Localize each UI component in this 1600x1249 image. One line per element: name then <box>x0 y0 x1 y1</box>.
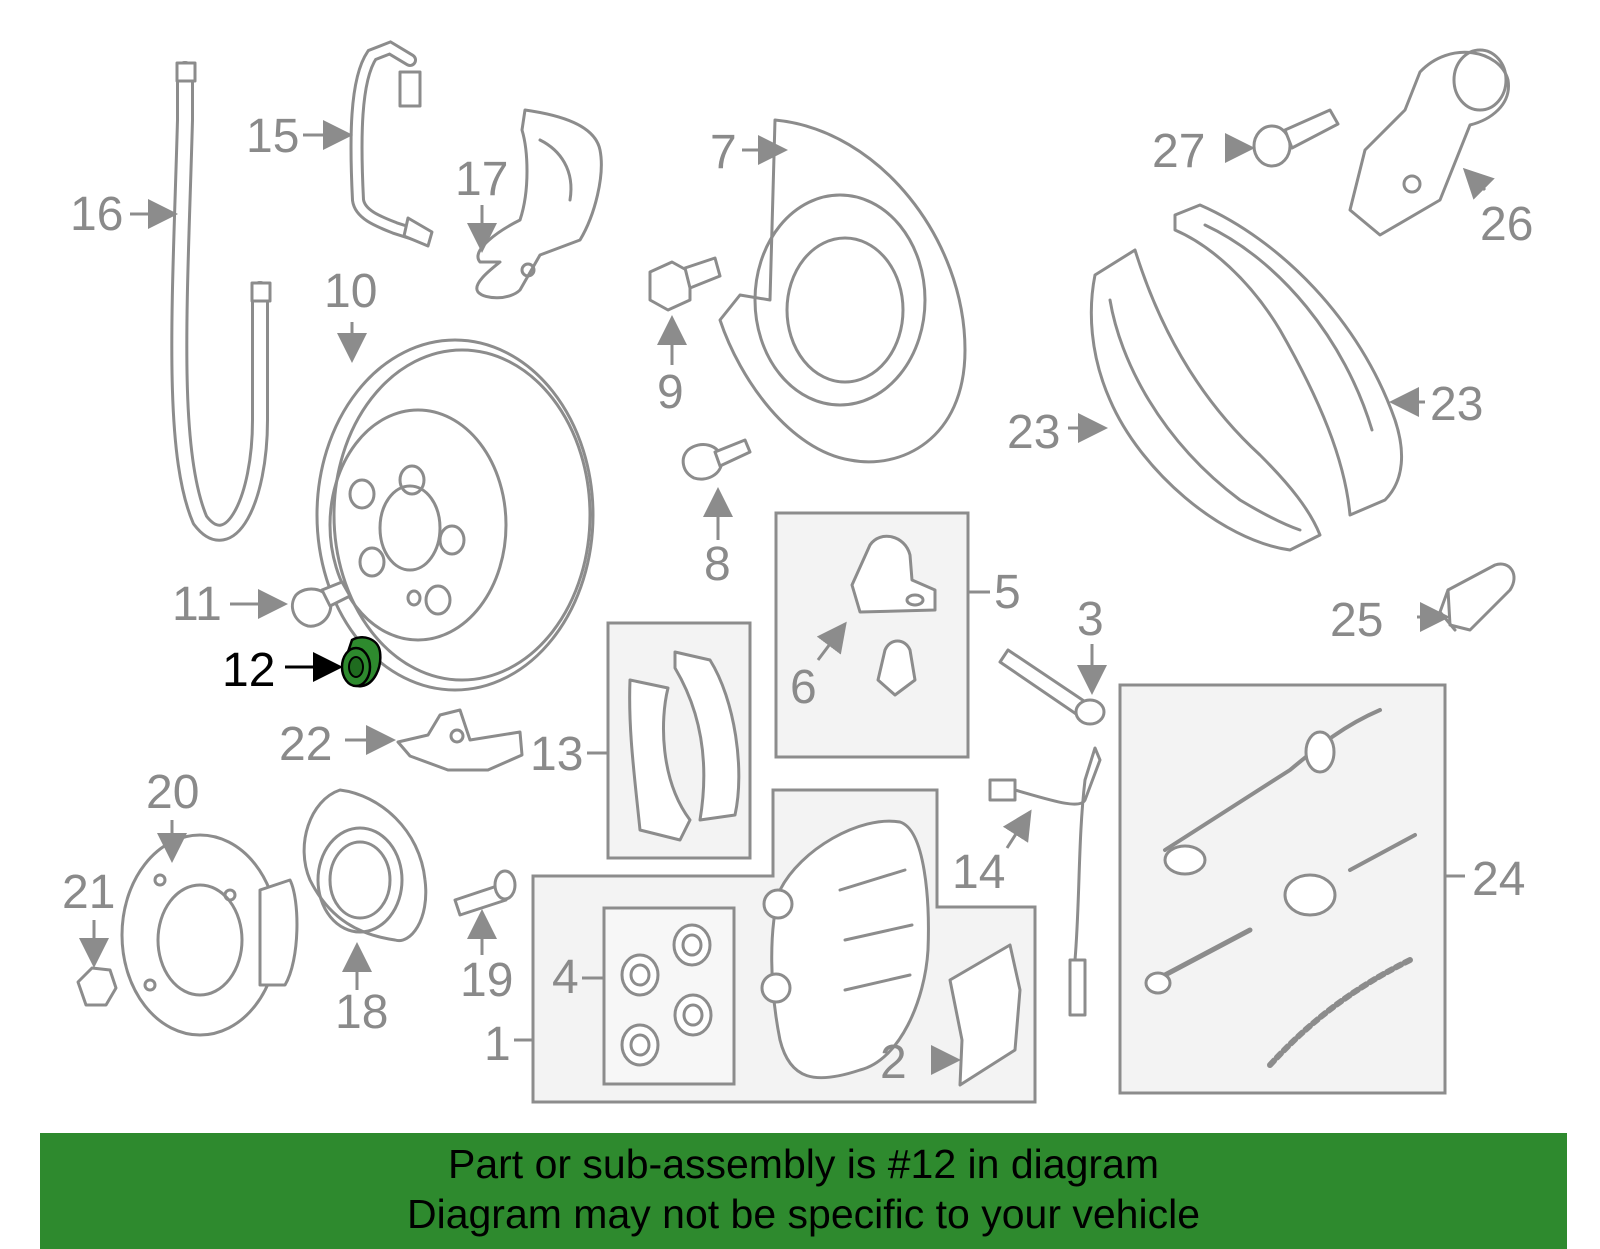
brake-pads <box>628 650 741 842</box>
label-13: 13 <box>530 728 583 781</box>
label-14: 14 <box>952 846 1005 899</box>
bushing-part-12[interactable] <box>340 636 382 688</box>
caliper-clip <box>396 708 524 772</box>
guide-pin <box>850 534 937 697</box>
label-5: 5 <box>994 566 1021 619</box>
brake-rotor <box>315 338 595 692</box>
label-23-right: 23 <box>1430 378 1483 431</box>
banner-line-part: Part or sub-assembly is #12 in diagram <box>448 1141 1159 1187</box>
label-7: 7 <box>710 126 737 179</box>
label-9: 9 <box>657 366 684 419</box>
label-24: 24 <box>1472 853 1525 906</box>
parking-brake-actuator <box>1348 48 1510 237</box>
label-1: 1 <box>484 1018 511 1071</box>
hose-bracket <box>475 108 603 300</box>
label-27: 27 <box>1152 125 1205 178</box>
label-22: 22 <box>279 718 332 771</box>
brake-line <box>349 40 434 248</box>
hub-bolt <box>453 869 517 917</box>
switch <box>1438 562 1516 632</box>
label-3: 3 <box>1077 593 1104 646</box>
label-11: 11 <box>172 578 222 631</box>
rotor-bolt <box>291 580 352 628</box>
brake-hose <box>170 61 272 542</box>
info-banner: Part or sub-assembly is #12 in diagram D… <box>40 1133 1567 1249</box>
anti-rattle-spring <box>948 943 1022 1087</box>
piston-seal-box <box>602 906 736 1086</box>
label-25: 25 <box>1330 594 1383 647</box>
parking-brake-shoes <box>1089 203 1404 552</box>
hub-nut <box>76 966 118 1007</box>
guide-bolt <box>681 438 752 481</box>
label-15: 15 <box>246 110 299 163</box>
label-8: 8 <box>704 538 731 591</box>
piston-seals <box>620 923 713 1067</box>
callout-labels: 1 2 3 4 5 6 7 8 9 10 11 12 13 14 15 16 1… <box>62 110 1533 1089</box>
leader-arrows <box>79 120 1495 1075</box>
shield-bolt <box>648 256 722 312</box>
label-10: 10 <box>324 265 377 318</box>
label-18: 18 <box>335 986 388 1039</box>
brake-caliper <box>760 819 930 1080</box>
wear-sensor <box>988 746 1102 1017</box>
sensor-kit-parts <box>1144 708 1417 1068</box>
actuator-bolt <box>1252 108 1340 168</box>
label-19: 19 <box>460 954 513 1007</box>
caliper-bolt <box>998 648 1106 726</box>
banner-line-disclaimer: Diagram may not be specific to your vehi… <box>406 1191 1200 1237</box>
label-16: 16 <box>70 188 123 241</box>
label-12: 12 <box>222 644 275 697</box>
wheel-hub <box>120 833 299 1037</box>
sensor-kit-box <box>1118 683 1447 1095</box>
label-17: 17 <box>455 153 508 206</box>
dust-shield <box>718 118 967 464</box>
label-6: 6 <box>790 661 817 714</box>
label-4: 4 <box>552 951 579 1004</box>
label-26: 26 <box>1480 198 1533 251</box>
label-23-left: 23 <box>1007 406 1060 459</box>
label-2: 2 <box>880 1036 907 1089</box>
label-21: 21 <box>62 866 115 919</box>
label-20: 20 <box>146 766 199 819</box>
wheel-bearing <box>302 788 428 943</box>
